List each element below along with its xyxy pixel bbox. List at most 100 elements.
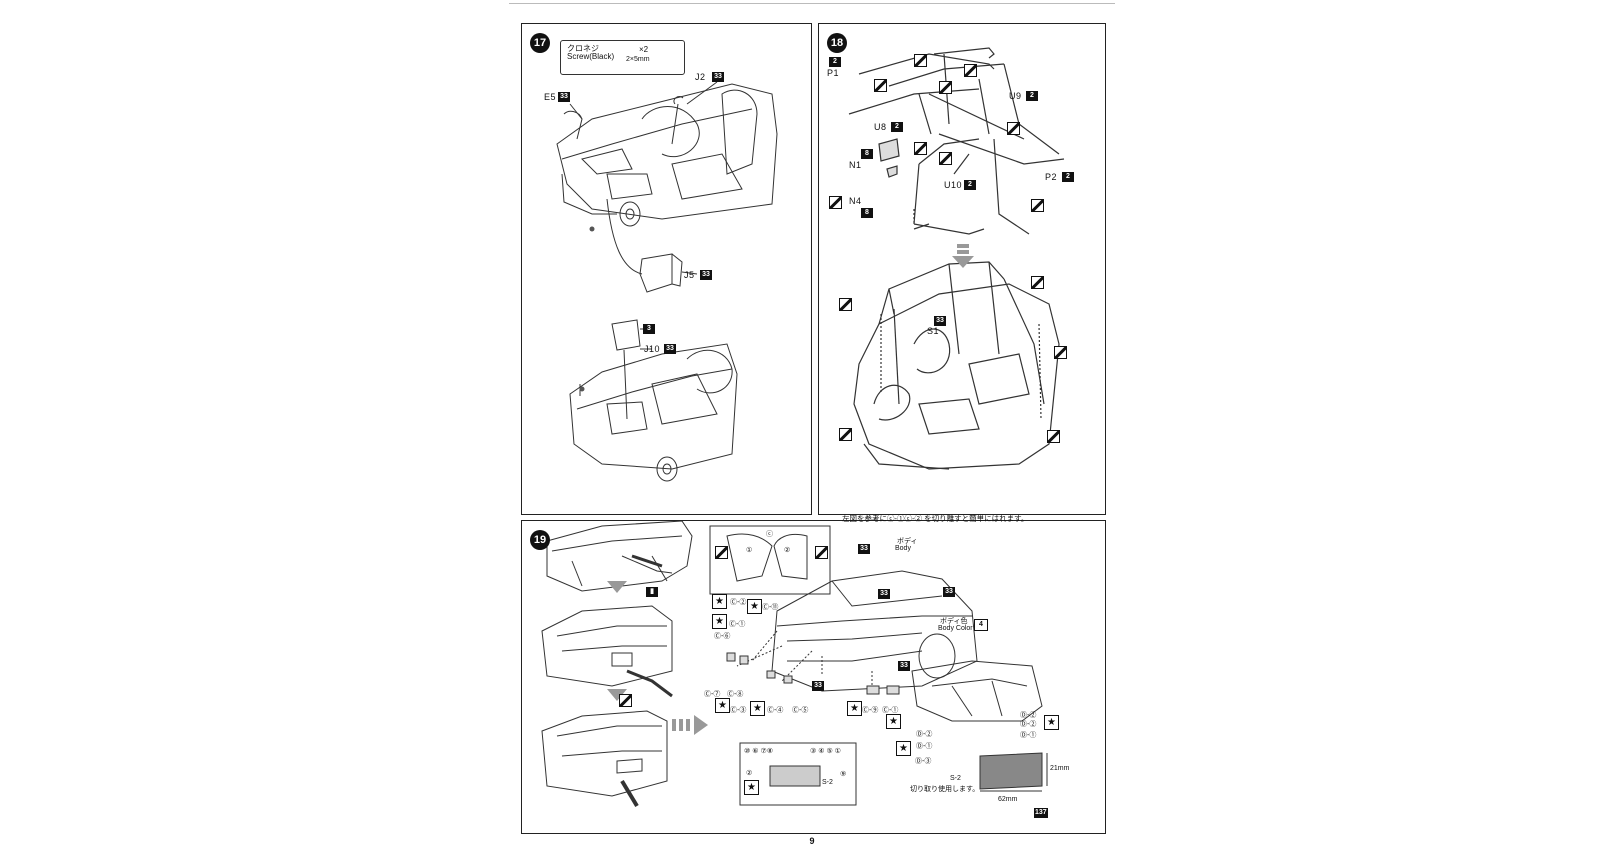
part-label-u9: U9 xyxy=(1009,91,1022,101)
part-d1a: Ⓓ-① xyxy=(1020,732,1037,739)
color-code-n4: 8 xyxy=(861,208,873,218)
paint-swatch-icon xyxy=(964,64,977,77)
part-label-s1: S1 xyxy=(927,326,940,336)
color-code-u9: 2 xyxy=(1026,91,1038,101)
decal-c1-label: ① xyxy=(746,547,753,554)
screw-name-jp: クロネジ xyxy=(567,44,599,53)
part-label-j2: J2 xyxy=(695,72,706,82)
star-mark-icon: ★ xyxy=(712,614,727,629)
part-label-p2: P2 xyxy=(1045,172,1058,182)
paint-swatch-icon xyxy=(1047,430,1060,443)
decal-sheet-label: ⓒ xyxy=(766,531,773,538)
color-code-u8: 2 xyxy=(891,122,903,132)
screw-size: 2×5mm xyxy=(626,56,650,63)
star-mark-icon: ★ xyxy=(747,599,762,614)
color-code-u10: 2 xyxy=(964,180,976,190)
part-d2b: Ⓓ-② xyxy=(1020,721,1037,728)
color-code-e5: 33 xyxy=(558,92,570,102)
part-c7: Ⓒ-⑦ xyxy=(704,691,721,698)
color-code-n1: 8 xyxy=(861,149,873,159)
part-d2c: Ⓓ-② xyxy=(916,731,933,738)
body-label-en: Body xyxy=(895,545,911,552)
paint-swatch-icon xyxy=(1031,276,1044,289)
star-mark-icon: ★ xyxy=(750,701,765,716)
cut-note: 切り取り使用します。 xyxy=(910,786,980,793)
paint-swatch-icon xyxy=(619,694,632,707)
color-code-j2: 33 xyxy=(712,72,724,82)
color-code-p1: 2 xyxy=(829,57,841,67)
paint-swatch-icon xyxy=(1007,122,1020,135)
step-18-illustration xyxy=(848,47,1065,470)
paint-swatch-icon xyxy=(815,546,828,559)
part-label-j5: J5 xyxy=(684,270,695,280)
step-number: 17 xyxy=(530,33,550,53)
part-label-p1: P1 xyxy=(827,68,840,78)
paint-swatch-icon xyxy=(939,81,952,94)
paint-swatch-icon xyxy=(914,54,927,67)
color-code-bumper: 33 xyxy=(898,661,910,671)
screw-quantity: ×2 xyxy=(639,45,649,54)
star-mark-icon: ★ xyxy=(744,780,759,795)
part-label-u8: U8 xyxy=(874,122,887,132)
star-mark-icon: ★ xyxy=(1044,715,1059,730)
decal-instruction-note: 左図を参考にⓒ-①ⓒ-② を切り離すと簡単にはれます。 xyxy=(842,514,1029,523)
star-mark-icon: ★ xyxy=(886,714,901,729)
paint-swatch-icon xyxy=(874,79,887,92)
color-code-body: 33 xyxy=(858,544,870,554)
part-c4: Ⓒ-④ xyxy=(767,707,784,714)
part-c8: Ⓒ-⑧ xyxy=(727,691,744,698)
part-c9: Ⓒ-⑨ xyxy=(862,707,879,714)
step-number: 18 xyxy=(827,33,847,53)
step-19-illustration xyxy=(541,521,1048,808)
paint-swatch-icon xyxy=(1054,346,1067,359)
part-d2a: Ⓓ-② xyxy=(1020,712,1037,719)
part-c6: Ⓒ-⑥ xyxy=(714,633,731,640)
part-label-u10: U10 xyxy=(944,180,963,190)
color-code-p2: 2 xyxy=(1062,172,1074,182)
mesh-width: 62mm xyxy=(998,796,1018,803)
paint-swatch-icon xyxy=(839,298,852,311)
color-code-3: 3 xyxy=(643,324,655,334)
color-code-j5: 33 xyxy=(700,270,712,280)
part-label-n1: N1 xyxy=(849,160,862,170)
decal-c2-label: ② xyxy=(784,547,791,554)
page-number: 9 xyxy=(809,836,815,846)
step-18-panel: 18 2 P1 U9 2 U8 2 8 N1 U10 2 P2 2 N4 8 3… xyxy=(818,23,1106,515)
paint-swatch-icon xyxy=(914,142,927,155)
star-mark-icon: ★ xyxy=(847,701,862,716)
plate-top-left: ⑩ ⑥ ⑦⑧ xyxy=(744,748,773,755)
color-code-window: 33 xyxy=(878,589,890,599)
paint-swatch-icon xyxy=(939,152,952,165)
paint-swatch-icon xyxy=(1031,199,1044,212)
color-code-j10: 33 xyxy=(664,344,676,354)
body-label-jp: ボディ xyxy=(897,538,918,545)
step-19-panel: 19 ▮ ⓒ ① ② 左図を参考にⓒ-①ⓒ-② を切り離すと簡単にはれます。 3… xyxy=(521,514,1106,834)
plate-left: ② xyxy=(746,770,753,777)
part-c1b: Ⓒ-① xyxy=(882,707,899,714)
mesh-height: 21mm xyxy=(1050,765,1070,772)
part-label-j10: J10 xyxy=(644,344,661,354)
star-mark-icon: ★ xyxy=(715,698,730,713)
step-17-panel: 17 クロネジ Screw(Black) ×2 2×5mm J2 33 E5 3… xyxy=(521,23,812,515)
star-mark-icon: ★ xyxy=(712,594,727,609)
color-code-137: 137 xyxy=(1034,808,1048,818)
color-code-s1: 33 xyxy=(934,316,946,326)
paint-swatch-icon xyxy=(715,546,728,559)
part-c3: Ⓒ-③ xyxy=(730,707,747,714)
part-d1b: Ⓓ-① xyxy=(916,743,933,750)
part-d3: Ⓓ-③ xyxy=(915,758,932,765)
part-c5: Ⓒ-⑤ xyxy=(792,707,809,714)
screw-spec-box: クロネジ Screw(Black) ×2 2×5mm xyxy=(560,40,685,75)
part-c1a: Ⓒ-① xyxy=(729,621,746,628)
top-rule xyxy=(509,3,1115,4)
color-code-side: 33 xyxy=(943,587,955,597)
part-label-n4: N4 xyxy=(849,196,862,206)
color-code-grille: 33 xyxy=(812,681,824,691)
plate-s2: S-2 xyxy=(822,779,833,786)
body-color-label-en: Body Color xyxy=(938,625,973,632)
screw-name-en: Screw(Black) xyxy=(567,52,615,61)
body-color-label-jp: ボディ色 xyxy=(940,618,968,625)
plate-top-right: ③ ④ ⑤ ① xyxy=(810,748,841,755)
paint-swatch-icon xyxy=(839,428,852,441)
paint-swatch-icon xyxy=(829,196,842,209)
